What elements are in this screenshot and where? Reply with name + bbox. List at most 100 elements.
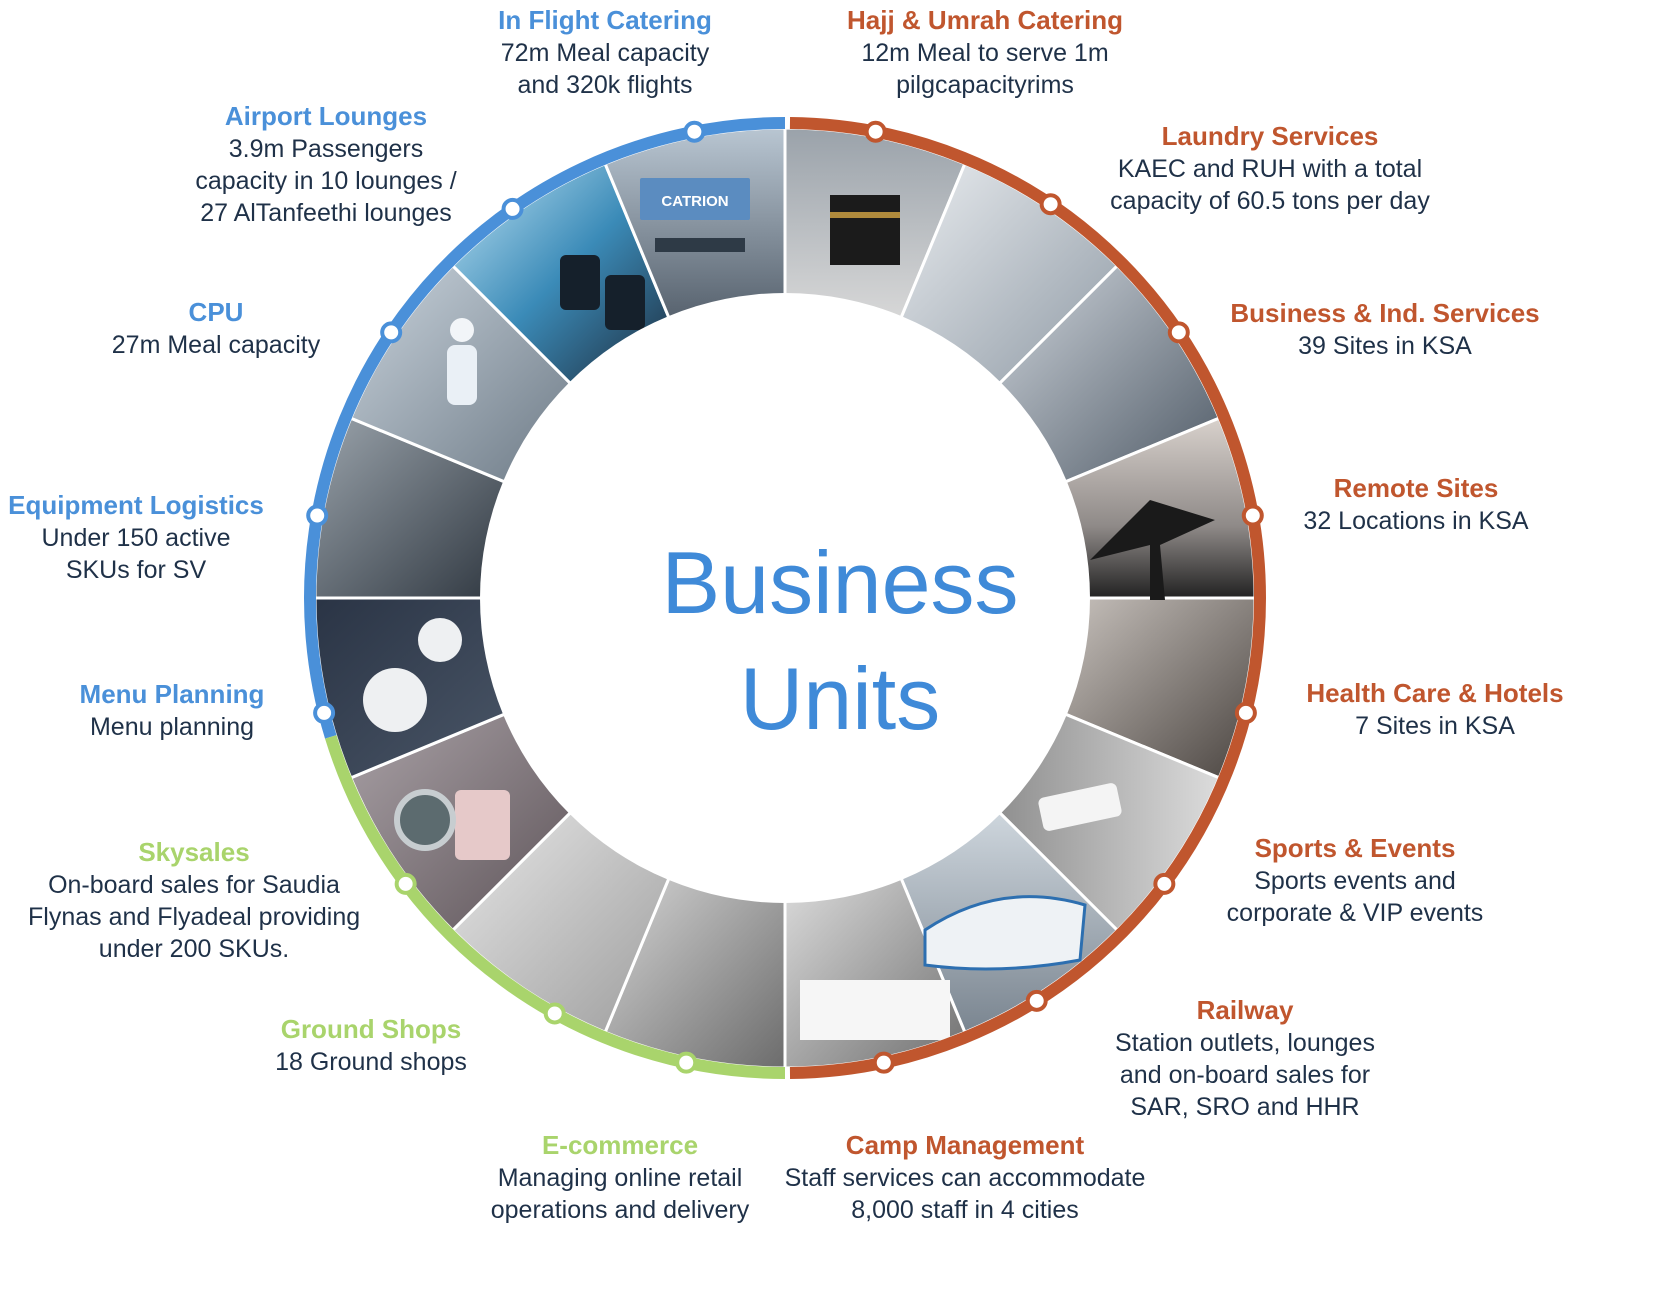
dot-business-ind-services [1167, 321, 1190, 344]
dot-cpu [380, 321, 403, 344]
dot-sports-events [1153, 872, 1176, 895]
unit-desc-line: 27 AlTanfeethi lounges [200, 199, 452, 227]
lounge-chair-shape [605, 275, 645, 330]
unit-title: Railway [1196, 995, 1294, 1025]
unit-desc-line: under 200 SKUs. [98, 935, 290, 963]
unit-ground-shops: Ground Shops 18 Ground shops [266, 1013, 476, 1078]
unit-remote-sites: Remote Sites 32 Locations in KSA [1296, 472, 1536, 537]
center-title-line2: Units [739, 649, 941, 748]
unit-desc-line: Flynas and Flyadeal providing [28, 903, 361, 931]
unit-laundry-services: Laundry Services KAEC and RUH with a tot… [1095, 120, 1445, 217]
unit-desc-line: Menu planning [89, 713, 254, 741]
blue-group-arc [304, 117, 786, 739]
truck-lift [655, 238, 745, 252]
unit-desc-line: 12m Meal to serve 1m [861, 39, 1109, 67]
unit-desc-line: Station outlets, lounges [1115, 1029, 1375, 1057]
unit-title: Menu Planning [79, 679, 265, 709]
unit-title: Ground Shops [280, 1014, 462, 1044]
kaaba-shape [830, 195, 900, 265]
unit-sports-events: Sports & Events Sports events and corpor… [1215, 832, 1495, 929]
unit-desc-line: KAEC and RUH with a total [1117, 155, 1423, 183]
plate-shape [363, 668, 427, 732]
unit-desc-line: 32 Locations in KSA [1303, 507, 1529, 535]
unit-desc-line: Managing online retail [497, 1164, 743, 1192]
unit-desc-line: capacity of 60.5 tons per day [1110, 187, 1430, 215]
unit-title: Hajj & Umrah Catering [847, 5, 1123, 35]
unit-title: Airport Lounges [224, 101, 428, 131]
unit-desc-line: SAR, SRO and HHR [1130, 1093, 1360, 1121]
unit-title: Sports & Events [1254, 833, 1456, 863]
unit-title: Business & Ind. Services [1230, 298, 1540, 328]
unit-camp-management: Camp Management Staff services can accom… [775, 1129, 1155, 1226]
unit-equipment-logistics: Equipment Logistics Under 150 active SKU… [6, 489, 266, 586]
unit-title: Laundry Services [1161, 121, 1379, 151]
center-title: Business Units [540, 525, 1140, 757]
unit-railway: Railway Station outlets, lounges and on-… [1105, 994, 1385, 1123]
unit-title: E-commerce [541, 1130, 699, 1160]
unit-desc-line: 8,000 staff in 4 cities [851, 1196, 1079, 1224]
dot-airport-lounges [501, 197, 524, 220]
unit-menu-planning: Menu Planning Menu planning [62, 678, 282, 743]
unit-business-ind-services: Business & Ind. Services 39 Sites in KSA [1230, 297, 1540, 362]
plate-shape [418, 618, 462, 662]
unit-desc-line: 3.9m Passengers [228, 135, 424, 163]
orange-group-arc [789, 117, 1266, 1079]
unit-desc-line: Staff services can accommodate [784, 1164, 1146, 1192]
unit-title: CPU [188, 297, 244, 327]
dot-in-flight-catering [683, 120, 706, 143]
perfume-bottle-shape [455, 790, 510, 860]
dot-camp-management [872, 1051, 895, 1074]
unit-in-flight-catering: In Flight Catering 72m Meal capacity and… [470, 4, 740, 101]
watch-shape [394, 789, 456, 851]
unit-desc-line: corporate & VIP events [1226, 899, 1484, 927]
unit-skysales: Skysales On-board sales for Saudia Flyna… [28, 836, 360, 965]
unit-desc-line: 72m Meal capacity [500, 39, 710, 67]
unit-cpu: CPU 27m Meal capacity [96, 296, 336, 361]
unit-desc-line: and 320k flights [517, 71, 693, 99]
unit-desc-line: pilgcapacityrims [896, 71, 1074, 99]
unit-hajj-umrah-catering: Hajj & Umrah Catering 12m Meal to serve … [820, 4, 1150, 101]
unit-desc-line: and on-board sales for [1119, 1061, 1371, 1089]
dot-hajj-umrah-catering [864, 120, 887, 143]
unit-title: In Flight Catering [498, 5, 712, 35]
pump-jack-shape [1090, 500, 1215, 600]
dot-ground-shops [543, 1002, 566, 1025]
unit-airport-lounges: Airport Lounges 3.9m Passengers capacity… [176, 100, 476, 229]
center-title-line1: Business [661, 533, 1019, 632]
unit-desc-line: Under 150 active [41, 524, 231, 552]
catrion-logo: CATRION [661, 193, 728, 210]
unit-desc-line: On-board sales for Saudia [48, 871, 340, 899]
unit-desc-line: 18 Ground shops [275, 1048, 467, 1076]
unit-title: Skysales [138, 837, 250, 867]
dot-skysales [394, 872, 417, 895]
staff-head-shape [450, 318, 474, 342]
unit-health-care-hotels: Health Care & Hotels 7 Sites in KSA [1305, 677, 1565, 742]
unit-desc-line: 27m Meal capacity [111, 331, 321, 359]
unit-desc-line: Sports events and [1254, 867, 1456, 895]
staff-body-shape [447, 345, 477, 405]
unit-e-commerce: E-commerce Managing online retail operat… [480, 1129, 760, 1226]
dot-equipment-logistics [306, 504, 329, 527]
unit-title: Remote Sites [1333, 473, 1499, 503]
dot-laundry-services [1039, 193, 1062, 216]
bed-shape [800, 980, 950, 1040]
kaaba-band [830, 212, 900, 218]
unit-title: Equipment Logistics [8, 490, 264, 520]
unit-desc-line: 39 Sites in KSA [1298, 332, 1472, 360]
unit-title: Camp Management [845, 1130, 1085, 1160]
dot-remote-sites [1241, 504, 1264, 527]
dot-menu-planning [313, 701, 336, 724]
train-shape [923, 895, 1087, 971]
dot-e-commerce [675, 1051, 698, 1074]
center-circle [480, 293, 1090, 903]
dot-railway [1025, 989, 1048, 1012]
unit-title: Health Care & Hotels [1306, 678, 1564, 708]
unit-desc-line: 7 Sites in KSA [1355, 712, 1515, 740]
rally-car-shape [1038, 783, 1122, 831]
unit-desc-line: SKUs for SV [65, 556, 207, 584]
dot-health-care-hotels [1234, 701, 1257, 724]
unit-desc-line: operations and delivery [490, 1196, 750, 1224]
lounge-chair-shape [560, 255, 600, 310]
catering-truck [640, 178, 750, 220]
